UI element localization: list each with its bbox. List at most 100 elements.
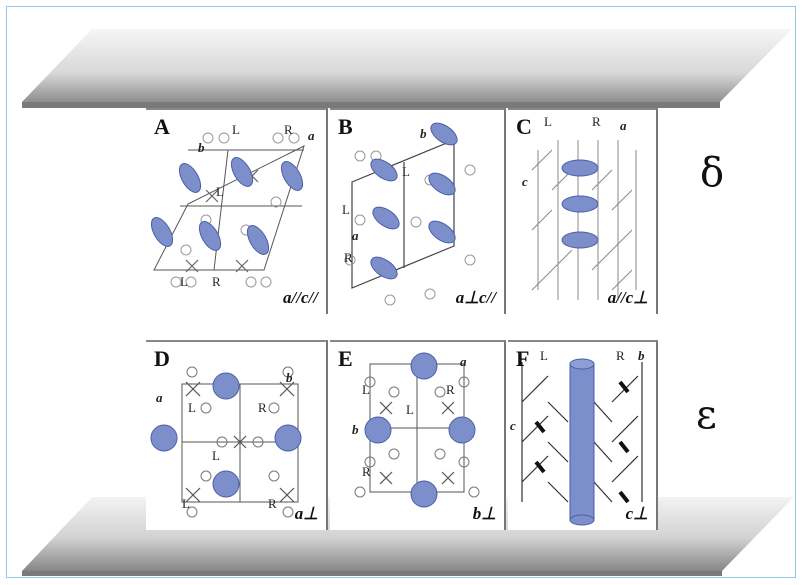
molecule-ellipse <box>561 231 599 249</box>
molecule-ellipse <box>430 122 458 146</box>
molecule-ellipse <box>428 220 456 244</box>
l-label: L <box>182 496 190 511</box>
panel-b-rings <box>344 150 476 306</box>
panel-e: a b L R L R E b⊥ <box>330 340 506 530</box>
molecule-circle <box>410 352 438 380</box>
panel-a-molecules <box>150 157 304 255</box>
panel-f-molecules <box>569 358 595 526</box>
r-label: R <box>284 122 293 137</box>
panel-e-crosses <box>379 401 455 485</box>
r-label: R <box>212 274 221 289</box>
axis-c-label: c <box>522 174 528 189</box>
axis-a-label: a <box>460 354 467 369</box>
r-label: R <box>446 382 455 397</box>
molecule-circle <box>150 424 178 452</box>
panel-letter: B <box>338 114 353 139</box>
r-label: R <box>258 400 267 415</box>
molecule-column <box>569 363 595 521</box>
panel-d-rings <box>186 366 294 518</box>
panel-d-molecules <box>150 372 302 498</box>
molecule-ellipse <box>198 221 222 251</box>
l-label: L <box>212 448 220 463</box>
molecule-circle <box>410 480 438 508</box>
panel-f: L R b c F c⊥ <box>508 340 658 530</box>
l-label: L <box>342 202 350 217</box>
panel-b-lattice <box>351 139 455 289</box>
panel-d-labels: a b L R L L R <box>156 370 293 511</box>
panel-caption: a//c// <box>283 288 318 307</box>
molecule-ellipse <box>370 158 398 182</box>
l-label: L <box>406 402 414 417</box>
panel-letter: F <box>516 346 530 371</box>
axis-b-label: b <box>286 370 293 385</box>
top-plate-edge <box>22 102 720 108</box>
panel-a-lattice <box>153 145 305 271</box>
molecule-circle <box>364 416 392 444</box>
r-label: R <box>592 114 601 129</box>
axis-a-label: a <box>352 228 359 243</box>
panel-d: a b L R L L R D a⊥ <box>146 340 328 530</box>
panel-e-labels: a b L R L R <box>352 354 467 479</box>
molecule-circle <box>274 424 302 452</box>
l-label: L <box>402 164 410 179</box>
molecule-ellipse <box>561 159 599 177</box>
molecule-ellipse <box>428 172 456 196</box>
bottom-plate-edge <box>22 571 722 576</box>
panel-caption: a//c⊥ <box>607 288 648 307</box>
axis-b-label: b <box>352 422 359 437</box>
panel-c-molecules <box>561 159 599 249</box>
panel-e-drawing: a b L R L R <box>352 352 480 508</box>
r-label: R <box>362 464 371 479</box>
molecule-column-top <box>569 358 595 370</box>
panel-caption: c⊥ <box>625 504 648 523</box>
axis-a-label: a <box>156 390 163 405</box>
l-label: L <box>232 122 240 137</box>
l-label: L <box>216 184 224 199</box>
panel-a-labels: b a L R L L R <box>180 122 315 289</box>
axis-b-label: b <box>638 348 645 363</box>
molecule-ellipse <box>280 161 304 191</box>
panel-c: L R a c C a//c⊥ <box>508 108 658 314</box>
panel-f-bonds <box>534 380 630 504</box>
panel-b-molecules <box>370 122 458 280</box>
molecule-circle <box>212 470 240 498</box>
r-label: R <box>616 348 625 363</box>
delta-label: δ <box>700 150 725 196</box>
axis-b-label: b <box>198 140 205 155</box>
axis-c-label: c <box>510 418 516 433</box>
panel-f-stack <box>521 362 643 503</box>
epsilon-label: ε <box>696 392 717 438</box>
molecule-ellipse <box>372 206 400 230</box>
panel-f-labels: L R b c <box>510 348 645 433</box>
molecule-ellipse <box>370 256 398 280</box>
r-label: R <box>344 250 353 265</box>
panel-caption: a⊥ <box>294 504 318 523</box>
molecule-ellipse <box>178 163 202 193</box>
panel-letter: A <box>154 114 170 139</box>
panel-letter: E <box>338 346 353 371</box>
l-label: L <box>362 382 370 397</box>
panel-f-drawing: L R b c <box>510 348 645 526</box>
panel-b: b a L L R B a⊥c// <box>330 108 506 314</box>
panel-c-labels: L R a c <box>522 114 627 189</box>
molecule-circle <box>212 372 240 400</box>
panel-a: b a L R L L R A a//c// <box>146 108 328 314</box>
panel-b-labels: b a L L R <box>342 126 427 265</box>
molecule-ellipse <box>230 157 254 187</box>
panel-e-rings <box>354 376 480 498</box>
panel-a-drawing: b a L R L L R <box>150 122 315 289</box>
molecule-ellipse <box>150 217 174 247</box>
panel-d-drawing: a b L R L L R <box>150 366 302 518</box>
panel-e-molecules <box>364 352 476 508</box>
molecule-ellipse <box>561 195 599 213</box>
l-label: L <box>540 348 548 363</box>
top-plate <box>22 29 792 102</box>
axis-a-label: a <box>308 128 315 143</box>
l-label: L <box>544 114 552 129</box>
l-label: L <box>180 274 188 289</box>
panel-c-drawing: L R a c <box>522 114 637 300</box>
panel-letter: C <box>516 114 532 139</box>
molecule-ellipse <box>246 225 270 255</box>
axis-b-label: b <box>420 126 427 141</box>
